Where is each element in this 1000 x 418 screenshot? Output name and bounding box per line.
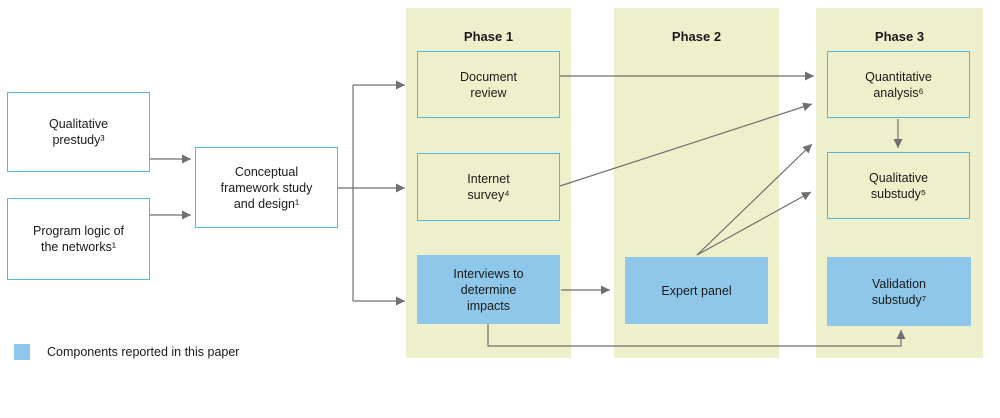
box-conceptual-framework-label: Conceptual framework study and design¹	[220, 164, 313, 211]
box-conceptual-framework: Conceptual framework study and design¹	[195, 147, 338, 228]
box-interviews-label: Interviews to determine impacts	[453, 266, 524, 313]
box-expert-panel-label: Expert panel	[661, 283, 732, 298]
box-expert-panel: Expert panel	[625, 257, 768, 324]
box-qualitative-prestudy: Qualitative prestudy³	[7, 92, 150, 172]
box-document-review-label: Document review	[460, 69, 517, 100]
box-qualitative-substudy: Qualitative substudy⁵	[827, 152, 970, 219]
legend: Components reported in this paper	[14, 344, 239, 360]
phase-2-header: Phase 2	[671, 29, 722, 44]
box-document-review: Document review	[417, 51, 560, 118]
box-qualitative-substudy-label: Qualitative substudy⁵	[868, 170, 929, 201]
box-internet-survey-label: Internet survey⁴	[467, 172, 510, 202]
legend-highlight-swatch	[14, 344, 30, 360]
box-validation-substudy: Validation substudy⁷	[827, 257, 971, 326]
connector-framework-trunk	[338, 85, 354, 301]
phase-1-header: Phase 1	[463, 29, 514, 44]
box-qualitative-prestudy-label: Qualitative prestudy³	[48, 117, 109, 147]
legend-label: Components reported in this paper	[47, 345, 240, 359]
box-program-logic-label: Program logic of the networks¹	[32, 224, 124, 254]
box-internet-survey: Internet survey⁴	[417, 153, 560, 221]
box-interviews: Interviews to determine impacts	[417, 255, 560, 324]
box-program-logic: Program logic of the networks¹	[7, 198, 150, 280]
box-quantitative-analysis: Quantitative analysis⁶	[827, 51, 970, 118]
box-validation-substudy-label: Validation substudy⁷	[871, 276, 927, 307]
phase-3-header: Phase 3	[874, 29, 925, 44]
box-quantitative-analysis-label: Quantitative analysis⁶	[865, 69, 932, 100]
